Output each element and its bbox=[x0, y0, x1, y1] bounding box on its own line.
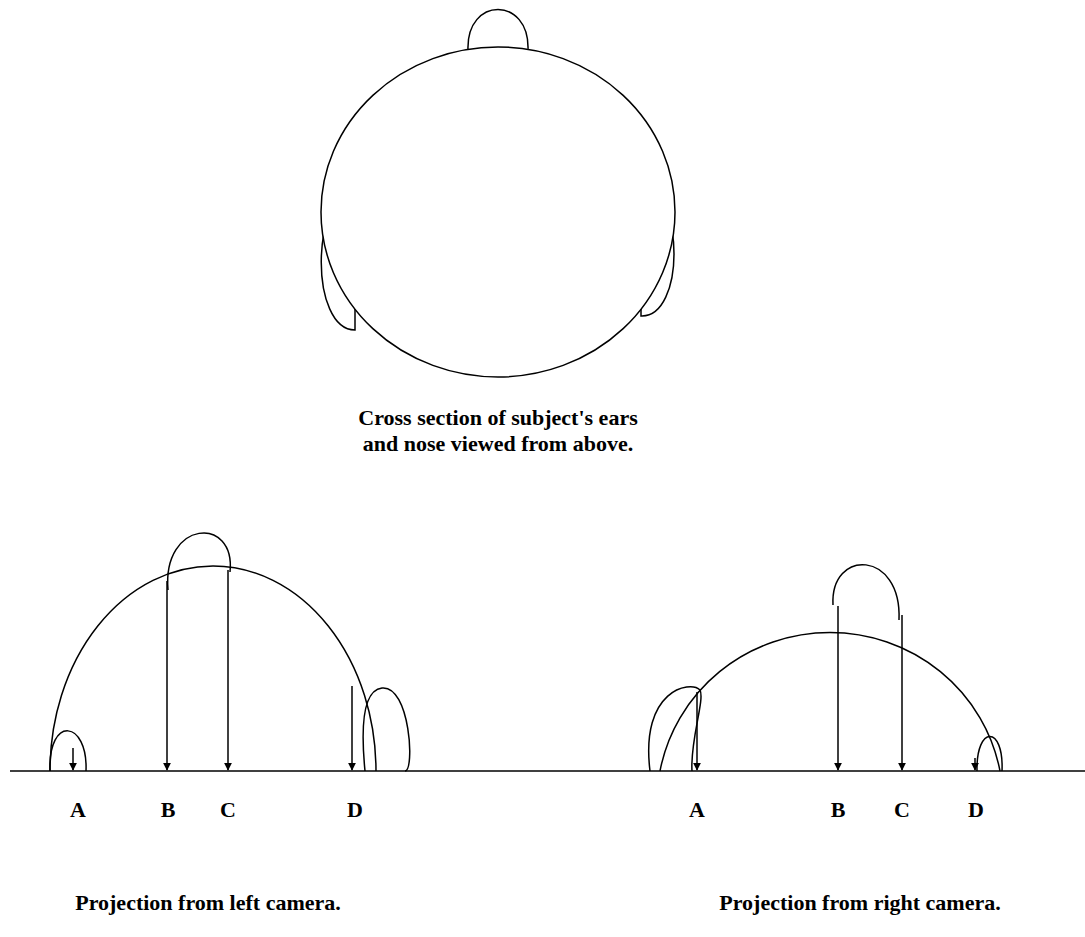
projection-caption: Projection from left camera. bbox=[75, 890, 341, 916]
figure-caption: Cross section of subject's ears and nose… bbox=[353, 405, 643, 458]
head-projection bbox=[660, 633, 1000, 771]
head-projection bbox=[50, 566, 376, 771]
point-label: A bbox=[70, 797, 86, 823]
point-label: B bbox=[831, 797, 846, 823]
point-label: D bbox=[968, 797, 984, 823]
projection-ray bbox=[351, 686, 353, 770]
projection-ray bbox=[696, 692, 698, 770]
right-ear-projection bbox=[363, 688, 410, 771]
nose-projection bbox=[833, 565, 899, 620]
projection-ray bbox=[837, 606, 839, 770]
projection-ray bbox=[166, 581, 168, 770]
left-ear-projection bbox=[50, 731, 86, 771]
point-label: B bbox=[161, 797, 176, 823]
nose bbox=[468, 10, 528, 51]
projection-ray bbox=[72, 748, 74, 770]
head-outline bbox=[321, 47, 675, 377]
right-ear-projection bbox=[977, 737, 1002, 772]
image-plane bbox=[10, 770, 1085, 772]
projection-ray bbox=[227, 570, 229, 770]
point-label: C bbox=[894, 797, 910, 823]
point-label: A bbox=[689, 797, 705, 823]
projection-caption: Projection from right camera. bbox=[719, 890, 1000, 916]
point-label: D bbox=[347, 797, 363, 823]
nose-projection bbox=[168, 533, 231, 590]
point-label: C bbox=[220, 797, 236, 823]
projection-ray bbox=[901, 615, 903, 770]
projection-ray bbox=[974, 758, 976, 770]
